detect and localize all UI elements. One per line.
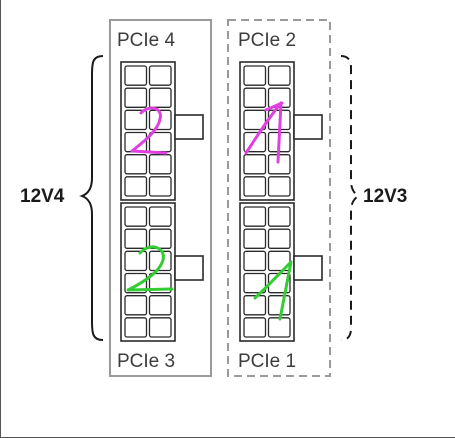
connector-pin — [124, 87, 148, 108]
group-box-left — [109, 19, 212, 377]
connector-label-pcie-2: PCIe 2 — [238, 30, 296, 51]
connector-pin — [124, 228, 148, 249]
rail-label-12v3: 12V3 — [363, 186, 407, 207]
connector-pin — [267, 206, 291, 227]
connector-pin — [148, 317, 172, 338]
connector-pin — [124, 65, 148, 86]
connector-pin — [148, 131, 172, 153]
annotation-stroke-pcie-4 — [130, 106, 168, 155]
connector-pcie-4 — [120, 61, 204, 201]
group-box-right — [227, 19, 331, 377]
connector-pin — [124, 109, 148, 131]
connector-pin — [267, 65, 291, 86]
connector-pin — [243, 206, 267, 227]
connector-pin — [243, 176, 267, 197]
connector-pin — [267, 295, 291, 316]
connector-pin — [124, 154, 148, 175]
connector-pin — [267, 228, 291, 249]
connector-pin — [124, 206, 148, 227]
connector-pcie-3 — [120, 202, 204, 342]
connector-pin — [148, 87, 172, 108]
connector-pin — [243, 109, 267, 131]
connector-pin — [243, 250, 267, 272]
connector-pin — [148, 206, 172, 227]
annotation-stroke-pcie-3 — [126, 245, 174, 292]
connector-pin — [267, 317, 291, 338]
connector-pin — [148, 295, 172, 316]
connector-latch — [174, 114, 204, 140]
connector-label-pcie-4: PCIe 4 — [117, 30, 176, 51]
connector-pin — [124, 250, 148, 272]
rail-label-12v4: 12V4 — [20, 186, 65, 207]
connector-pin — [243, 317, 267, 338]
connector-pin — [243, 272, 267, 294]
annotation-stroke-pcie-1 — [253, 260, 293, 321]
connector-pin — [243, 295, 267, 316]
rail-bracket-right — [340, 55, 360, 341]
connector-pin — [124, 317, 148, 338]
connector-pin — [243, 154, 267, 175]
connector-pin — [148, 176, 172, 197]
connector-label-pcie-3: PCIe 3 — [117, 351, 175, 372]
connector-latch — [174, 255, 204, 281]
connector-pcie-2 — [239, 61, 323, 201]
connector-label-pcie-1: PCIe 1 — [238, 351, 296, 372]
annotation-stroke-pcie-2 — [244, 101, 284, 164]
connector-pin — [124, 176, 148, 197]
connector-latch — [293, 114, 323, 140]
connector-pin — [148, 65, 172, 86]
connectors — [120, 61, 323, 342]
connector-pin — [267, 176, 291, 197]
connector-latch — [293, 255, 323, 281]
rail-bracket-left — [79, 55, 104, 341]
connector-pin — [243, 87, 267, 108]
connector-pin — [124, 295, 148, 316]
connector-pin — [148, 154, 172, 175]
connector-pin — [243, 65, 267, 86]
connector-pin — [243, 228, 267, 249]
